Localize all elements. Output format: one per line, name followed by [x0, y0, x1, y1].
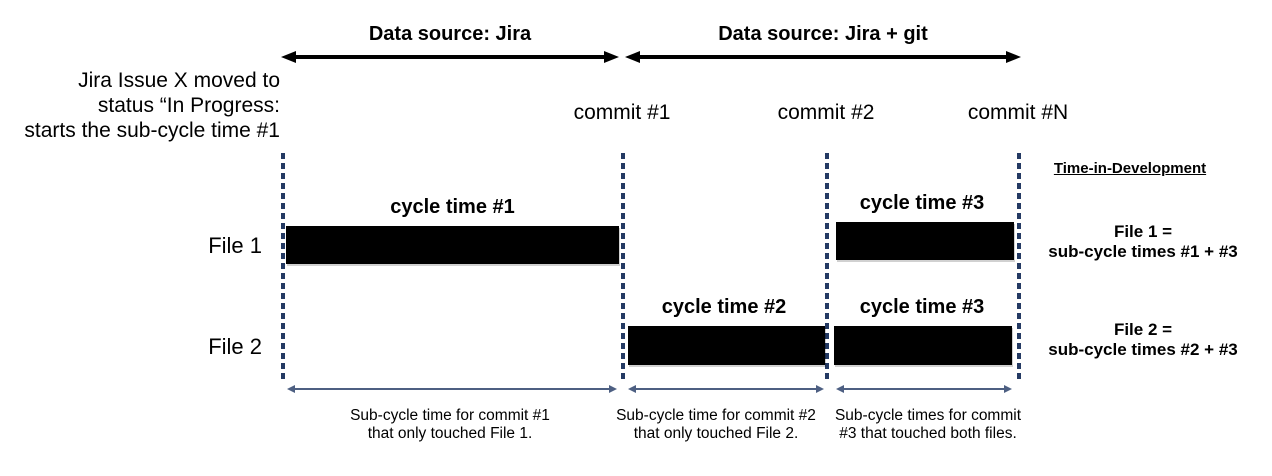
dimension-shaft [841, 388, 1007, 390]
caption-line-1: Sub-cycle time for commit #1 [350, 407, 550, 424]
data-source-jira-label: Data source: Jira [368, 23, 532, 45]
caption-line-2: #3 that touched both files. [839, 424, 1017, 442]
caption-line-2: that only touched File 2. [633, 424, 799, 442]
file-2-row-label: File 2 [208, 334, 262, 359]
cycle-bar-1-file1 [286, 226, 619, 264]
dimension-shaft [292, 388, 612, 390]
file1-formula: File 1 = sub-cycle times #1 + #3 [1028, 222, 1258, 262]
sub-cycle-3-dimension-line [836, 385, 1012, 393]
cycle-bar-3-file2 [834, 326, 1012, 365]
commit-1-label: commit #1 [573, 101, 671, 124]
commit-2-label: commit #2 [777, 101, 875, 124]
file1-formula-line1: File 1 = [1113, 222, 1173, 241]
caption-line-1: Sub-cycle time for commit #2 [616, 407, 816, 424]
boundary-line-commit-2 [825, 153, 829, 381]
caption-line-1: Sub-cycle times for commit [834, 407, 1022, 424]
time-in-development-header: Time-in-Development [1053, 160, 1207, 177]
arrowhead-right-icon [604, 51, 619, 63]
data-source-jira-git-label: Data source: Jira + git [718, 23, 928, 45]
sub-cycle-3-caption: Sub-cycle times for commit #3 that touch… [820, 407, 1036, 442]
cycle-bar-2-file2 [628, 326, 825, 365]
sub-cycle-1-dimension-line [287, 385, 617, 393]
dimension-arrowhead-left-icon [287, 385, 295, 393]
sub-cycle-1-caption: Sub-cycle time for commit #1 that only t… [300, 407, 600, 442]
annotation-line-3: starts the sub-cycle time #1 [24, 119, 280, 142]
dimension-arrowhead-right-icon [609, 385, 617, 393]
boundary-line-commit-n [1017, 153, 1021, 381]
boundary-line-commit-1 [621, 153, 625, 381]
annotation-line-2: status “In Progress: [97, 94, 280, 117]
arrowhead-right-icon [1006, 51, 1021, 63]
dimension-shaft [633, 388, 819, 390]
data-source-jira-git-arrow [625, 51, 1021, 63]
dimension-arrowhead-right-icon [816, 385, 824, 393]
file1-formula-line2: sub-cycle times #1 + #3 [1048, 242, 1238, 261]
cycle-time-3-file2-label: cycle time #3 [859, 296, 985, 318]
arrow-shaft [637, 55, 1009, 59]
annotation-line-1: Jira Issue X moved to [78, 69, 280, 92]
sub-cycle-2-caption: Sub-cycle time for commit #2 that only t… [606, 407, 826, 442]
commit-n-label: commit #N [967, 101, 1069, 124]
cycle-time-3-file1-label: cycle time #3 [859, 192, 985, 214]
jira-issue-annotation: Jira Issue X moved to status “In Progres… [2, 68, 280, 143]
arrow-shaft [293, 55, 607, 59]
sub-cycle-2-dimension-line [628, 385, 824, 393]
data-source-jira-arrow [281, 51, 619, 63]
cycle-bar-3-file1 [836, 222, 1014, 260]
arrowhead-left-icon [625, 51, 640, 63]
boundary-line-start [281, 153, 285, 381]
dimension-arrowhead-left-icon [836, 385, 844, 393]
file2-formula-line2: sub-cycle times #2 + #3 [1048, 340, 1238, 359]
caption-line-2: that only touched File 1. [367, 424, 533, 442]
dimension-arrowhead-left-icon [628, 385, 636, 393]
file2-formula-line1: File 2 = [1113, 320, 1173, 339]
cycle-time-2-label: cycle time #2 [661, 296, 787, 318]
cycle-time-1-label: cycle time #1 [390, 196, 515, 218]
file-1-row-label: File 1 [208, 233, 262, 258]
arrowhead-left-icon [281, 51, 296, 63]
file2-formula: File 2 = sub-cycle times #2 + #3 [1028, 320, 1258, 360]
dimension-arrowhead-right-icon [1004, 385, 1012, 393]
